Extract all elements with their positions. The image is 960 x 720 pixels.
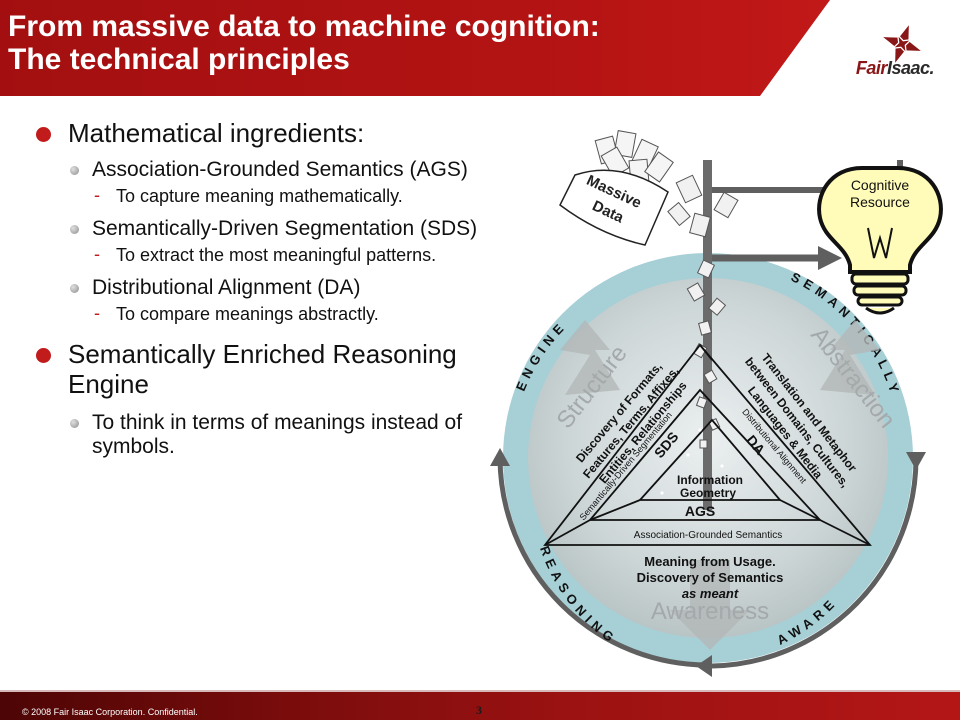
structure-arrow: [560, 320, 620, 395]
bottom-text-line-2: Discovery of Semantics: [637, 570, 784, 585]
pyramid-inner: [637, 418, 782, 501]
fairisaac-logo-text: FairIsaac.: [855, 58, 935, 79]
data-chip: [713, 191, 739, 219]
label-awareness: Awareness: [651, 598, 769, 625]
bulb-base-ring: [856, 295, 904, 307]
geometry-dot: [720, 464, 724, 468]
data-chip: [699, 439, 708, 449]
bullet-ags-detail: To capture meaning mathematically.: [36, 185, 506, 207]
bulb-filament: [867, 227, 893, 259]
copyright-text: © 2008 Fair Isaac Corporation. Confident…: [22, 707, 198, 717]
label-ags-base: Association-Grounded Semantics: [634, 530, 782, 541]
label-geometry: Geometry: [680, 486, 736, 500]
cycle-arrow-left: [497, 457, 708, 668]
data-chip: [696, 259, 716, 279]
abstraction-arrow: [820, 320, 880, 395]
bullet-ags: Association-Grounded Semantics (AGS): [36, 158, 506, 182]
output-arrowhead: [818, 246, 842, 270]
logo-dot: .: [929, 58, 934, 78]
data-stream-line: [703, 160, 712, 510]
bullet-list: Mathematical ingredients: Association-Gr…: [36, 114, 506, 459]
cycle-arrowhead-left: [490, 448, 510, 466]
data-chip: [667, 201, 691, 227]
geometry-dot: [660, 491, 664, 495]
pyramid-middle: [588, 388, 823, 521]
data-chip: [695, 396, 708, 409]
doc-sheet: [613, 130, 637, 158]
bottom-text-line-3: as meant: [682, 586, 739, 601]
bullet-sds-detail: To extract the most meaningful patterns.: [36, 244, 506, 266]
awareness-arrow: [670, 560, 750, 650]
slide-title: From massive data to machine cognition: …: [8, 10, 788, 76]
title-line-2: The technical principles: [8, 43, 350, 76]
data-chip: [689, 212, 711, 238]
data-chip: [698, 320, 712, 336]
logo-fair: Fair: [855, 58, 888, 78]
cognitive-label-1: Cognitive: [851, 177, 910, 193]
bullet-sds: Semantically-Driven Segmentation (SDS): [36, 217, 506, 241]
cycle-arrowhead-bottom: [696, 655, 712, 677]
cognitive-label-2: Resource: [850, 194, 910, 210]
pyramid-edge: [589, 499, 641, 521]
data-chip: [675, 174, 703, 204]
footer-bar: [0, 690, 960, 720]
data-chip: [707, 297, 727, 316]
cycle-arrowhead-right: [906, 452, 926, 470]
cognitive-resource-bulb-icon: Cognitive Resource: [817, 166, 943, 315]
bullet-mathematical-ingredients: Mathematical ingredients:: [36, 118, 506, 148]
data-chip: [703, 369, 718, 385]
doc-sheet: [644, 151, 674, 183]
label-information: Information: [677, 473, 743, 487]
bullet-da-detail: To compare meanings abstractly.: [36, 303, 506, 325]
bullet-reasoning-engine: Semantically Enriched Reasoning Engine: [36, 339, 506, 399]
logo-isaac: Isaac: [886, 58, 930, 78]
bullet-da: Distributional Alignment (DA): [36, 276, 506, 300]
pyramid-edge: [819, 519, 871, 546]
pyramid-outer: [543, 343, 872, 546]
header-bar: [0, 0, 960, 96]
bulb-glass: [817, 166, 943, 274]
fairisaac-star-icon: [883, 25, 921, 63]
bottom-text-line-1: Meaning from Usage.: [644, 554, 775, 569]
massive-data-bucket: Massive Data: [559, 130, 674, 246]
bucket-body: [559, 169, 669, 246]
pyramid-edge: [699, 344, 713, 361]
geometry-dot: [686, 453, 690, 457]
bulb-base-ring: [850, 272, 910, 286]
data-chip: [686, 282, 706, 302]
bulb-tip: [865, 306, 895, 315]
pyramid: [543, 343, 872, 546]
pyramid-edge: [544, 519, 591, 546]
footer-divider: [0, 690, 960, 692]
bullet-reasoning-detail: To think in terms of meanings instead of…: [36, 411, 506, 459]
title-line-1: From massive data to machine cognition:: [8, 10, 600, 43]
bulb-base-ring: [852, 284, 908, 297]
geometry-dot: [698, 428, 702, 432]
pyramid-edge: [779, 499, 821, 521]
label-ags: AGS: [685, 503, 715, 519]
page-number: 3: [476, 703, 482, 717]
cycle-arrow-right: [711, 457, 919, 669]
